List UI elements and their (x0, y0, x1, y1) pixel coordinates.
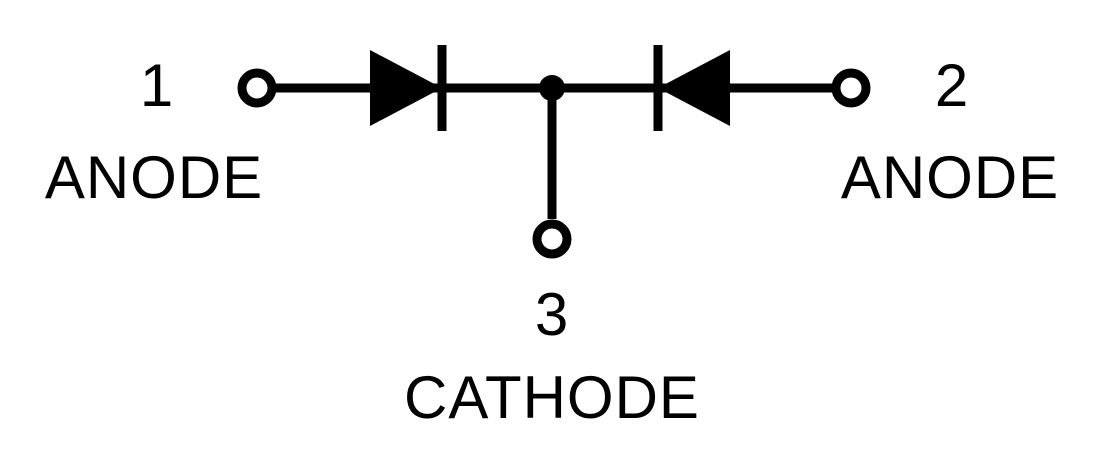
diode-left-icon (370, 50, 442, 126)
diode-right-icon (658, 50, 730, 126)
pin1-number: 1 (139, 52, 175, 119)
terminal-circle-pin1 (237, 68, 277, 108)
pin2-label: ANODE (840, 144, 1060, 211)
terminal-circle-pin2 (831, 68, 871, 108)
pin1-label: ANODE (44, 144, 264, 211)
pin3-number: 3 (534, 281, 570, 348)
junction-dot (539, 75, 565, 101)
pin2-number: 2 (934, 52, 970, 119)
pin3-label: CATHODE (404, 364, 700, 431)
terminal-circle-pin3 (532, 219, 572, 259)
